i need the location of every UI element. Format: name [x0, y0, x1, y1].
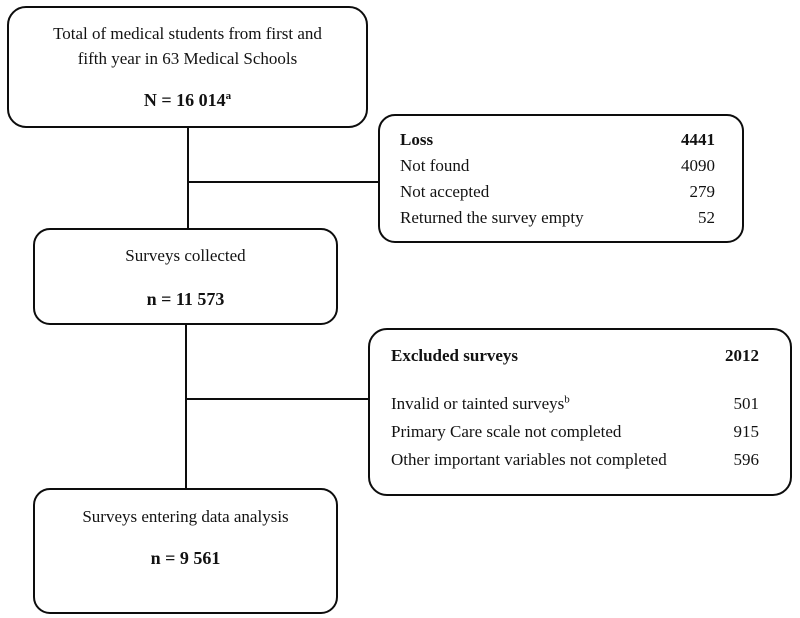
excluded-row-label: Primary Care scale not completed — [391, 418, 621, 446]
total-students-line2: fifth year in 63 Medical Schools — [77, 49, 298, 68]
loss-row-label: Returned the survey empty — [400, 208, 584, 227]
connector-to-loss-box — [188, 181, 378, 183]
surveys-collected-count: n = 11 573 — [146, 289, 225, 309]
loss-row: Not accepted 279 — [400, 179, 715, 205]
loss-box: Loss 4441 Not found 4090 Not accepted 27… — [378, 114, 744, 243]
connector-total-to-collected — [187, 128, 189, 228]
connector-collected-to-analysis — [185, 325, 187, 488]
total-students-line1: Total of medical students from first and — [53, 24, 322, 43]
spacer — [35, 268, 336, 287]
excluded-surveys-box: Excluded surveys 2012 Invalid or tainted… — [368, 328, 792, 496]
surveys-collected-box: Surveys collected n = 11 573 — [33, 228, 338, 325]
excluded-row-text: Invalid or tainted surveys — [391, 394, 565, 413]
loss-total-value: 4441 — [681, 130, 715, 149]
excluded-row-value: 596 — [733, 450, 760, 469]
loss-title: Loss — [400, 130, 434, 149]
loss-row: Not found 4090 — [400, 153, 715, 179]
data-analysis-title: Surveys entering data analysis — [82, 507, 289, 526]
loss-row-value: 52 — [698, 208, 715, 227]
excluded-row: Primary Care scale not completed 915 — [391, 418, 759, 446]
excluded-header-row: Excluded surveys 2012 — [391, 342, 759, 370]
excluded-row-label: Invalid or tainted surveysb — [391, 390, 570, 418]
excluded-row-value: 501 — [733, 394, 760, 413]
excluded-title: Excluded surveys — [391, 346, 519, 365]
total-count-value: N = 16 014 — [143, 90, 226, 110]
loss-row-label: Not found — [400, 156, 470, 175]
footnote-b-marker: b — [564, 393, 570, 406]
spacer — [391, 370, 759, 390]
footnote-a-marker: a — [225, 90, 232, 102]
excluded-row: Other important variables not completed … — [391, 446, 759, 474]
excluded-total-value: 2012 — [725, 346, 759, 365]
connector-to-excluded-box — [186, 398, 368, 400]
loss-header-row: Loss 4441 — [400, 127, 715, 153]
total-students-box: Total of medical students from first and… — [7, 6, 368, 128]
loss-row-label: Not accepted — [400, 182, 490, 201]
excluded-row-value: 915 — [733, 422, 760, 441]
loss-row-value: 4090 — [681, 156, 715, 175]
loss-row-value: 279 — [689, 182, 716, 201]
data-analysis-box: Surveys entering data analysis n = 9 561 — [33, 488, 338, 614]
excluded-row-label: Other important variables not completed — [391, 446, 667, 474]
surveys-collected-title: Surveys collected — [125, 246, 246, 265]
loss-row: Returned the survey empty 52 — [400, 205, 715, 231]
total-students-count: N = 16 014a — [9, 88, 366, 113]
data-analysis-count: n = 9 561 — [150, 548, 221, 568]
excluded-row-text: Primary Care scale not completed — [391, 422, 622, 441]
excluded-row: Invalid or tainted surveysb 501 — [391, 390, 759, 418]
excluded-row-text: Other important variables not completed — [391, 450, 667, 469]
spacer — [9, 71, 366, 88]
spacer — [35, 529, 336, 546]
